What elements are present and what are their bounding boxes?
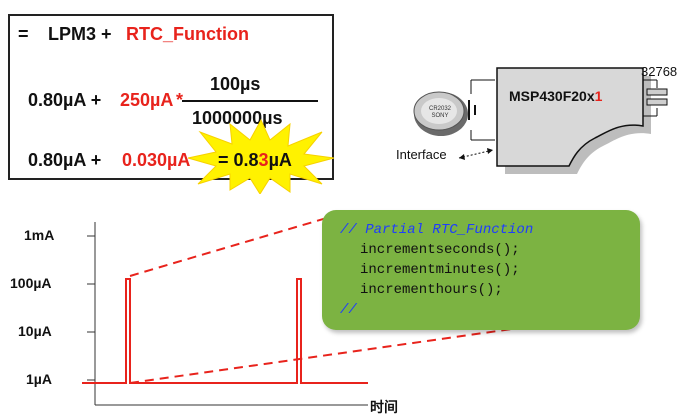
fraction-numerator: 100µs (210, 74, 261, 94)
formula-rtc-function: RTC_Function (126, 24, 249, 44)
code-callout: // Partial RTC_Function incrementseconds… (322, 210, 640, 330)
formula-multiply: * (176, 90, 184, 110)
result-digit: 3 (258, 150, 269, 170)
formula-lpm3: LPM3 + (48, 24, 112, 44)
current-trace (82, 278, 368, 384)
code-line: incrementminutes(); (360, 262, 520, 278)
y-tick-label: 1mA (24, 227, 55, 243)
zoom-line-bottom (129, 324, 541, 384)
zoom-line-top (129, 216, 331, 277)
formula-box: = LPM3 + RTC_Function 0.80µA + 250µA * 1… (8, 14, 334, 180)
code-comment: // (340, 302, 357, 318)
code-line: incrementhours(); (360, 282, 503, 298)
chip-name: MSP430F20x1 (509, 88, 603, 104)
interface-label: Interface (396, 147, 447, 162)
starburst-highlight (187, 118, 335, 194)
fraction-bar (182, 100, 318, 102)
result-eq: = 0.8 (218, 150, 259, 170)
formula-base-2: 0.80µA + (28, 150, 102, 170)
code-comment: // Partial RTC_Function (340, 222, 534, 238)
formula-avg-rtc-current: 0.030µA (122, 150, 191, 170)
formula-active-current: 250µA (120, 90, 174, 110)
result-unit: µA (268, 150, 292, 170)
formula-eq: = (18, 24, 29, 44)
formula-result: = 0.83µA (218, 150, 292, 171)
y-tick-label: 1µA (26, 371, 52, 387)
chip-diagram (413, 67, 668, 174)
formula-base-1: 0.80µA + (28, 90, 102, 110)
y-tick-label: 10µA (18, 323, 52, 339)
crystal-icon (646, 88, 668, 96)
y-tick-label: 100µA (10, 275, 52, 291)
battery-icon (413, 91, 468, 136)
code-line: incrementseconds(); (360, 242, 520, 258)
crystal-frequency: 32768 (641, 64, 678, 79)
x-axis-label: 时间 (370, 399, 398, 415)
battery-label: CR2032 SONY (428, 106, 451, 119)
